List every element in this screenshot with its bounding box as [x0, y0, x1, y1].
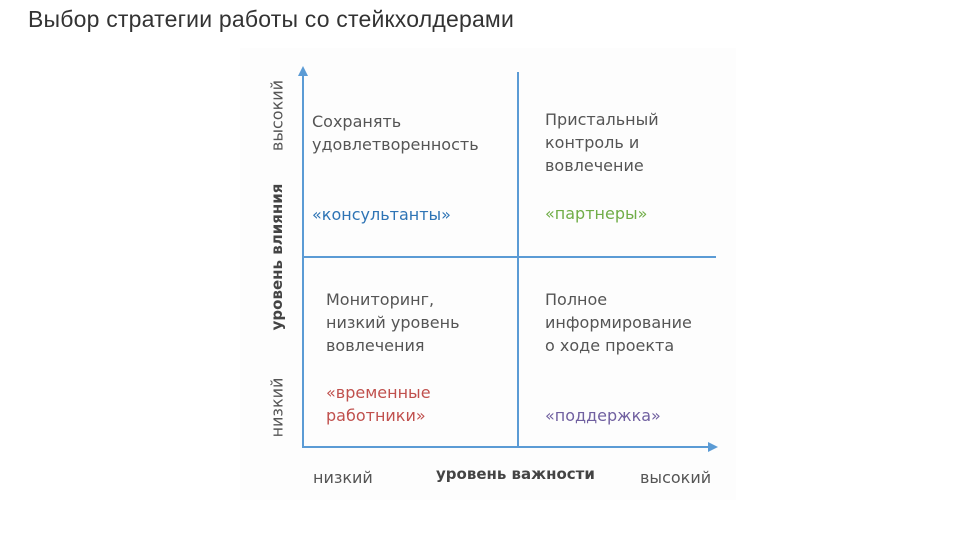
horizontal-divider: [302, 256, 716, 258]
quadrant-bottom-left-text: Мониторинг, низкий уровень вовлечения: [326, 290, 460, 355]
stakeholder-matrix: высокий уровень влияния низкий низкий ур…: [240, 48, 736, 500]
x-axis-title: уровень важности: [436, 465, 595, 483]
quadrant-top-right-tag: «партнеры»: [545, 204, 648, 223]
y-high-label: высокий: [267, 79, 287, 152]
y-axis-title: уровень влияния: [268, 183, 286, 331]
y-axis-arrow: [298, 66, 308, 76]
y-low-label: низкий: [267, 377, 287, 438]
x-axis-arrow: [708, 442, 718, 452]
quadrant-bottom-left-tag: «временные работники»: [326, 383, 431, 425]
x-high-label: высокий: [640, 468, 712, 487]
vertical-divider: [517, 72, 519, 448]
quadrant-top-left-text: Сохранять удовлетворенность: [312, 112, 479, 154]
quadrant-bottom-right-text: Полное информирование о ходе проекта: [545, 290, 692, 355]
x-axis: [302, 446, 708, 448]
quadrant-top-left-tag: «консультанты»: [312, 205, 451, 224]
x-low-label: низкий: [313, 468, 373, 487]
quadrant-bottom-right-tag: «поддержка»: [545, 406, 661, 425]
slide-title: Выбор стратегии работы со стейкхолдерами: [28, 6, 514, 32]
y-axis: [302, 74, 304, 448]
quadrant-top-right-text: Пристальный контроль и вовлечение: [545, 110, 659, 175]
